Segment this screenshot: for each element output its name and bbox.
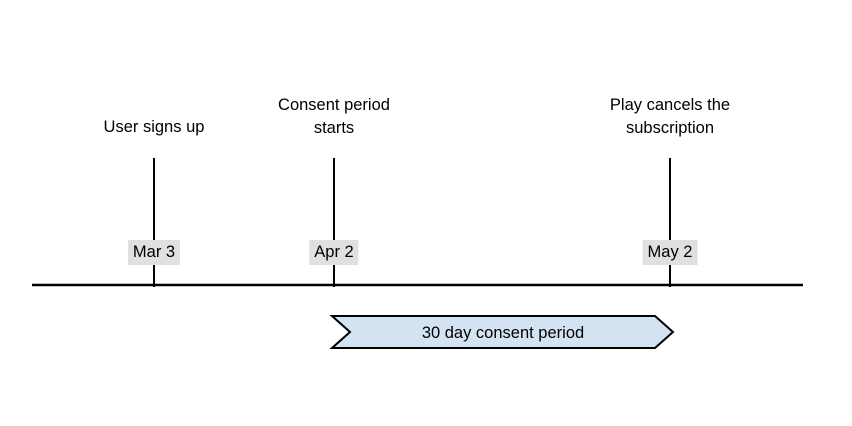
date-chip-may-2: May 2: [642, 240, 698, 265]
date-chip-apr-2: Apr 2: [309, 240, 359, 265]
event-label-play-cancels-subscription: Play cancels the subscription: [609, 96, 731, 137]
event-label-consent-period-starts: Consent period starts: [278, 96, 390, 137]
event-label-user-signs-up: User signs up: [103, 118, 205, 136]
date-chip-mar-3: Mar 3: [127, 240, 181, 265]
consent-period-banner: [329, 315, 675, 349]
